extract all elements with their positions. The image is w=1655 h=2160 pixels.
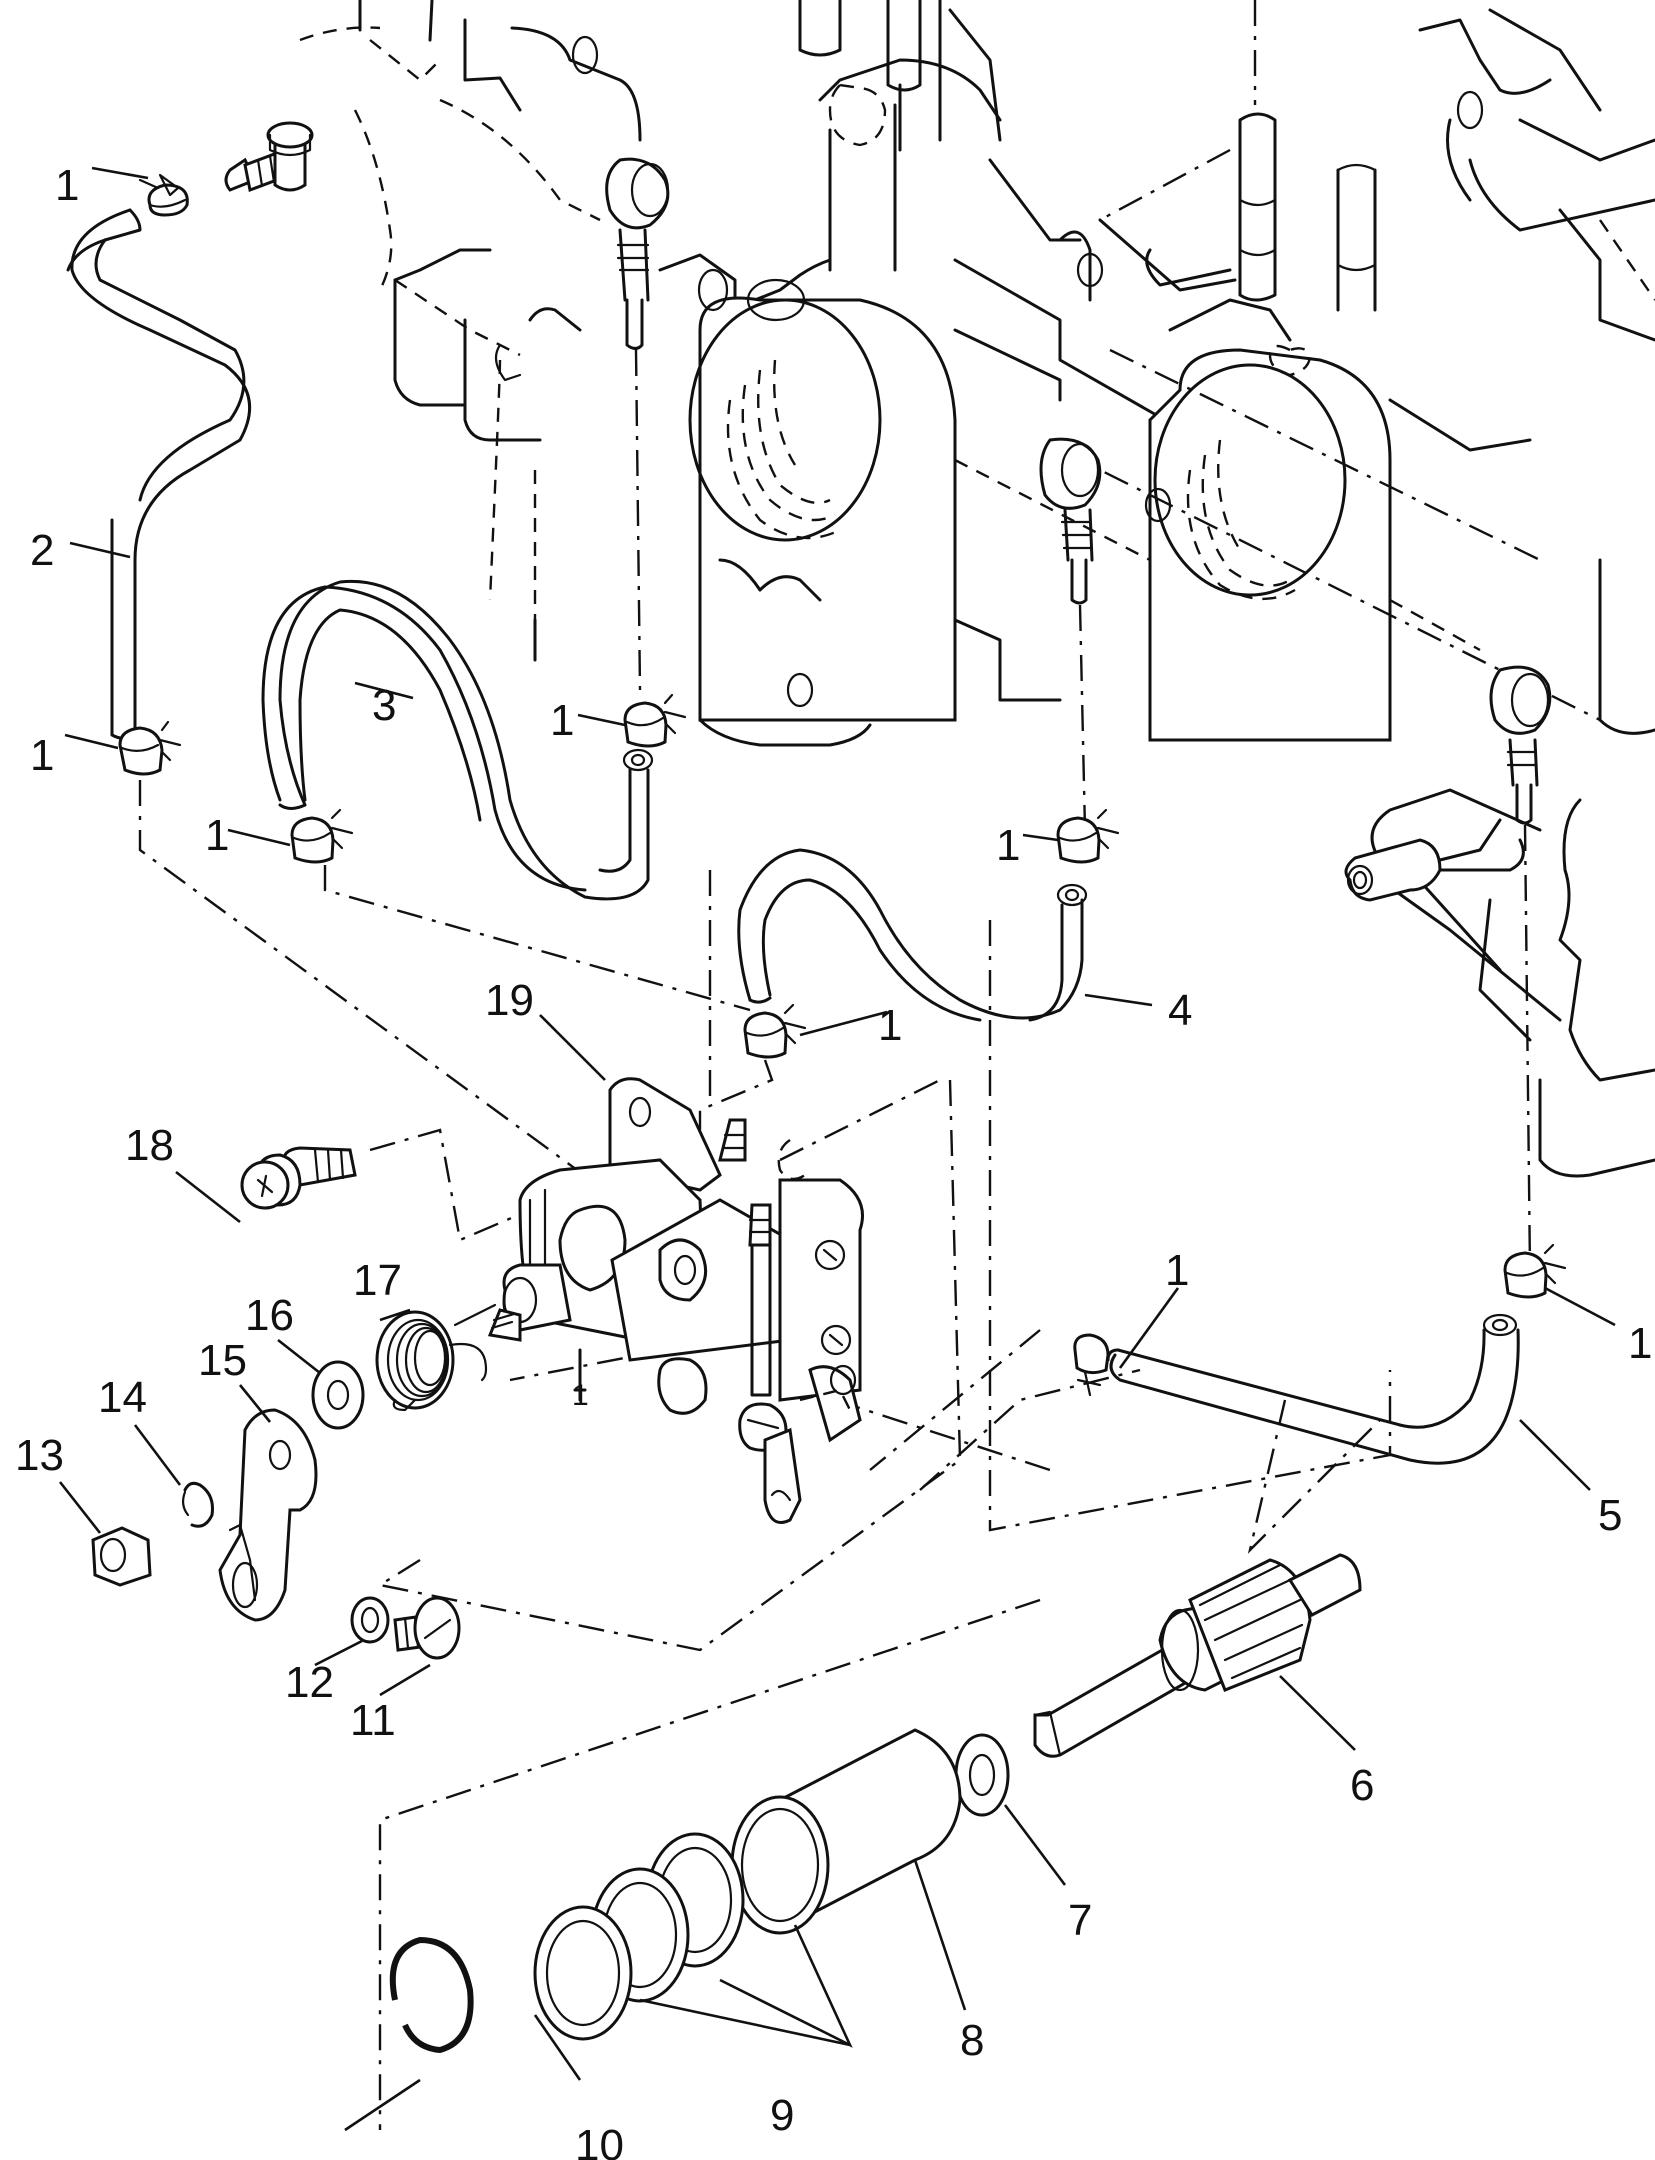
- lever-15: [218, 1408, 318, 1622]
- callout-1-pump: 1: [572, 1379, 589, 1412]
- callout-labels: 1 2 1 3 1 1 1 4 1 19 18 17 16 15 14 13 1…: [15, 161, 1652, 2160]
- elbow-fitting: [224, 121, 314, 193]
- callout-6: 6: [1350, 1761, 1374, 1810]
- clamp-d: [290, 808, 354, 864]
- banjo-fitting-right: [1344, 665, 1552, 1271]
- clamp-e: [1056, 808, 1120, 864]
- hose-2: [66, 208, 252, 740]
- nut-13: [91, 1526, 152, 1587]
- spring-17: [375, 1303, 497, 1412]
- callout-18: 18: [125, 1121, 174, 1170]
- washer-12: [350, 1596, 390, 1644]
- clamp-i: [1503, 1243, 1567, 1299]
- hose-3: [261, 579, 654, 901]
- gear-shaft-6: [1033, 1553, 1362, 1758]
- washer-7: [954, 1733, 1010, 1817]
- bushing-8: [730, 1728, 962, 1935]
- hose-4: [737, 848, 1088, 1022]
- banjo-fitting-center: [1039, 437, 1102, 831]
- callout-1: 1: [550, 696, 574, 745]
- circlip-14: [181, 1481, 214, 1528]
- clamp-a: [138, 173, 189, 217]
- clamp-h: [1073, 1333, 1110, 1397]
- callout-2: 2: [30, 526, 54, 575]
- engine-block: [299, 0, 1655, 1178]
- callout-5: 5: [1598, 1491, 1622, 1540]
- callout-16: 16: [245, 1291, 294, 1340]
- callout-1: 1: [1628, 1319, 1652, 1368]
- oil-pump: [487, 1077, 864, 1524]
- callout-10: 10: [575, 2121, 624, 2160]
- hose-5: [1106, 1313, 1520, 1465]
- callout-1: 1: [205, 811, 229, 860]
- callout-1: 1: [1165, 1246, 1189, 1295]
- callout-11: 11: [350, 1696, 396, 1745]
- callout-19: 19: [485, 976, 534, 1025]
- bolt-18: [240, 1146, 357, 1210]
- callout-7: 7: [1068, 1896, 1092, 1945]
- banjo-fitting-left: [605, 157, 670, 691]
- clamp-b: [118, 720, 182, 776]
- clamp-c: [623, 693, 687, 748]
- callout-13: 13: [15, 1431, 64, 1480]
- callout-12: 12: [285, 1658, 334, 1707]
- callout-4: 4: [1168, 986, 1192, 1035]
- callout-8: 8: [960, 2016, 984, 2065]
- callout-1: 1: [996, 821, 1020, 870]
- callout-14: 14: [98, 1373, 147, 1422]
- circlip-10: [389, 1936, 474, 2054]
- callout-15: 15: [198, 1336, 247, 1385]
- washer-16: [311, 1360, 365, 1430]
- leader-lines: [58, 166, 1616, 2132]
- clamp-f: [743, 1003, 807, 1059]
- callout-1: 1: [878, 1001, 902, 1050]
- o-rings-9: [533, 1832, 745, 2041]
- screw-11: [393, 1596, 461, 1660]
- callout-1: 1: [30, 731, 54, 780]
- assembly-lines: [138, 780, 1392, 2130]
- callout-9: 9: [770, 2091, 794, 2140]
- hose-clamps: [118, 173, 1567, 1397]
- callout-17: 17: [353, 1256, 402, 1305]
- callout-1: 1: [55, 161, 79, 210]
- callout-3: 3: [372, 681, 396, 730]
